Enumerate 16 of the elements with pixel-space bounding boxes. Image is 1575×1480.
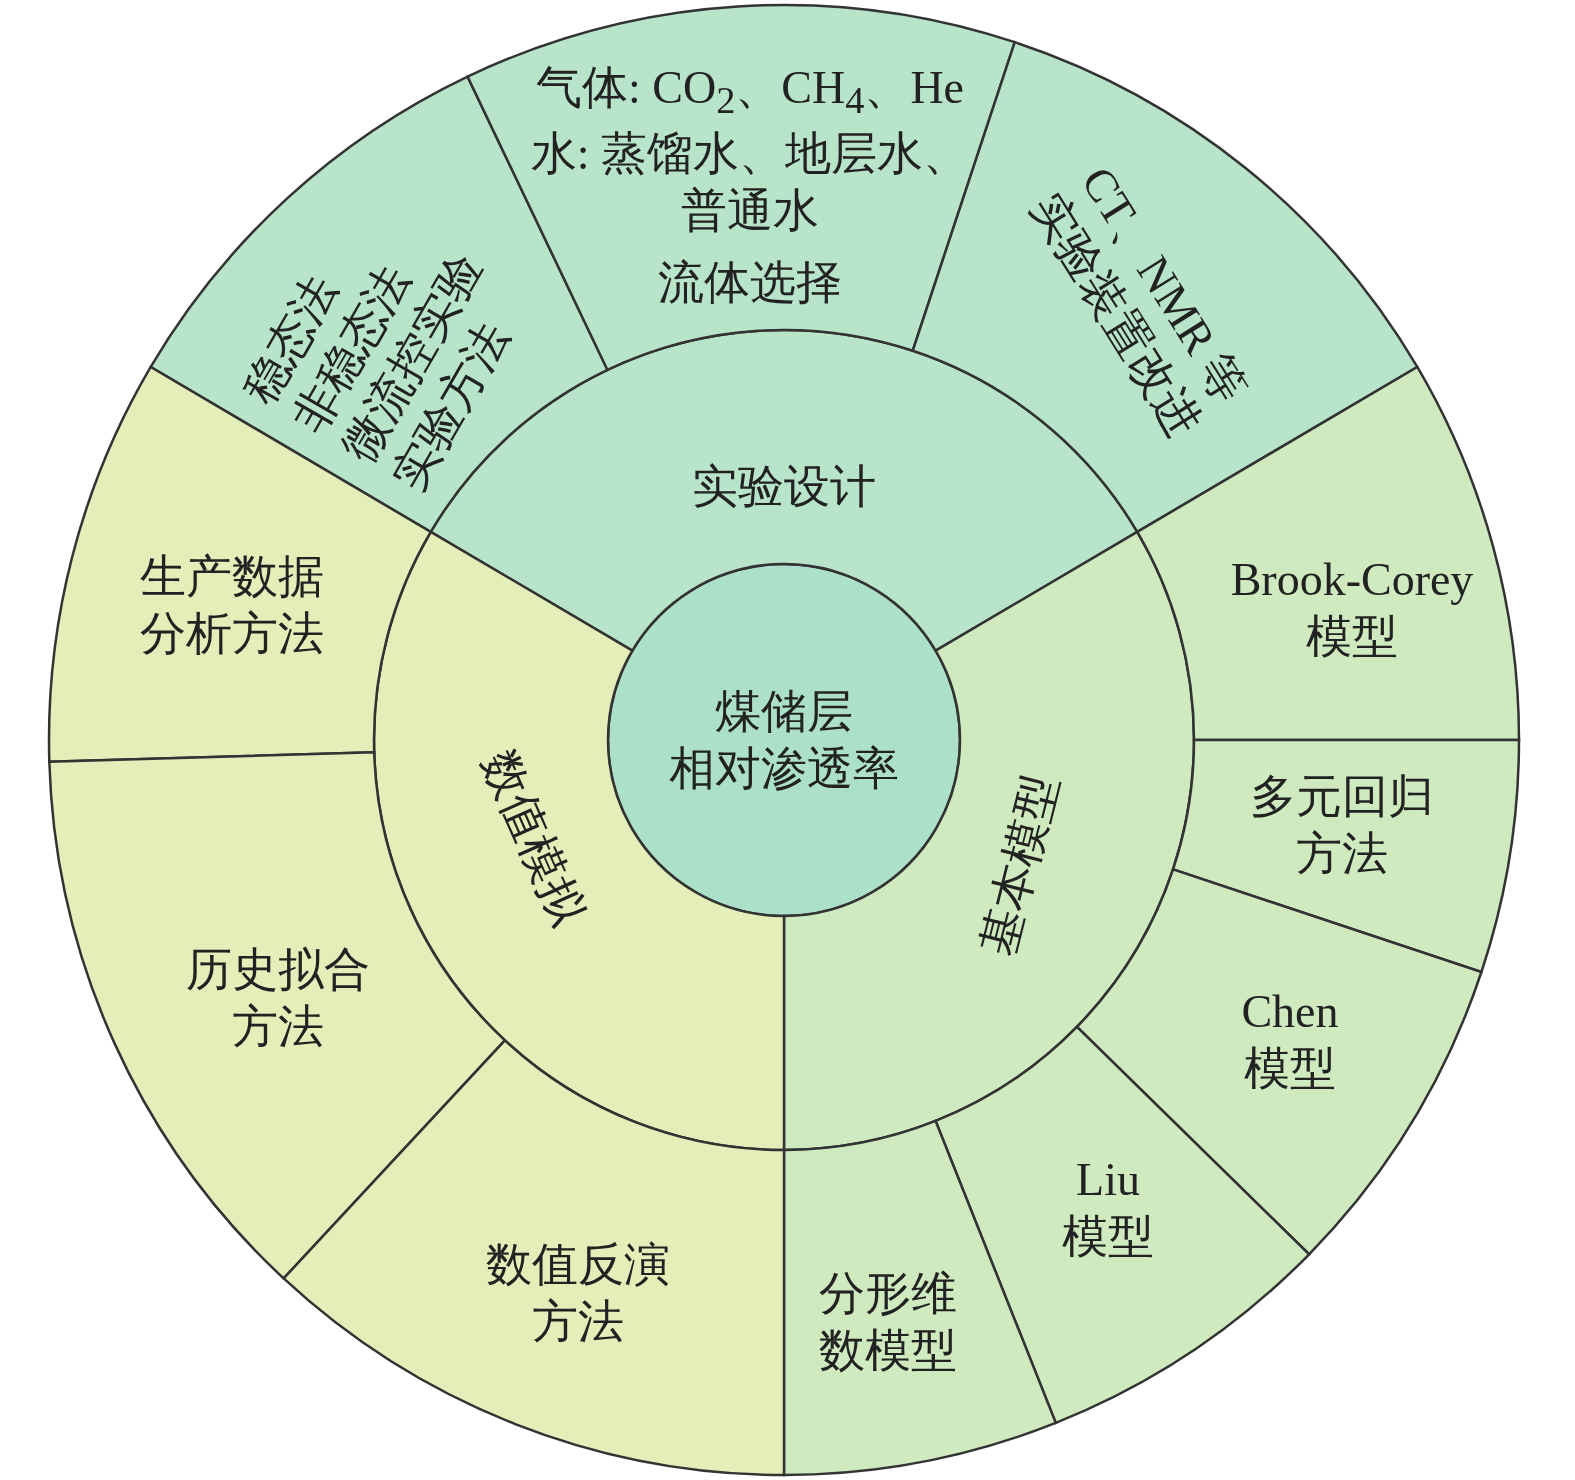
segment-heading: 流体选择 [658,255,842,310]
segment-label: Brook-Corey 模型 [1229,552,1475,664]
list-item: 气体: CO$_{2}$、CH$_{4}$、He [535,60,965,123]
segment-label: Chen 模型 [1240,984,1340,1096]
segment-label: 生产数据分析方法 [139,549,325,661]
category-label: 实验设计 [692,460,876,515]
list-item: 水: 蒸馏水、地层水、普通水 [529,126,971,239]
category-label: 数值模拟 [471,742,595,934]
segment-label: 历史拟合方法 [185,942,371,1054]
category-label: 基本模型 [971,768,1068,962]
center-title: 煤储层 [715,684,853,739]
segment-label: 分形维数模型 [818,1266,958,1378]
segment-label: Liu 模型 [1061,1152,1155,1264]
segment-label: 数值反演方法 [485,1237,671,1349]
segment-label: 多元回归方法 [1249,769,1435,881]
center-title: 相对渗透率 [669,742,899,796]
